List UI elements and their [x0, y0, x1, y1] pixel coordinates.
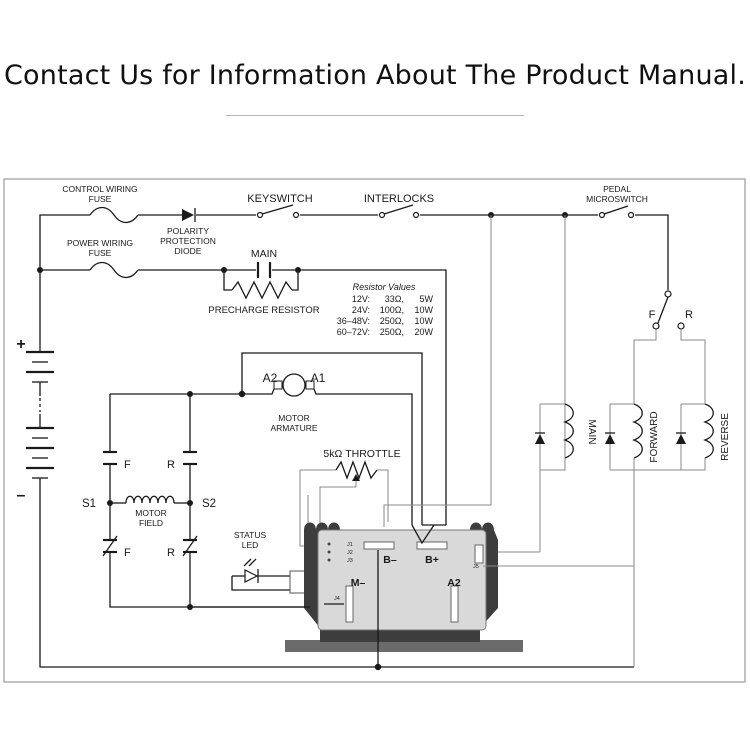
- battery-plus-label: +: [16, 336, 25, 353]
- armature-a2-label: A2: [263, 371, 278, 385]
- status-led-label-2: LED: [242, 540, 259, 550]
- motor-armature-label-2: ARMATURE: [270, 423, 317, 433]
- resistor-row-watts: 5W: [420, 294, 434, 304]
- motor-field-label: MOTOR: [135, 508, 166, 518]
- control-wiring-fuse-label: CONTROL WIRING: [62, 184, 137, 194]
- resistor-row-watts: 10W: [414, 316, 433, 326]
- power-line: [40, 261, 447, 525]
- main-contactor-icon: [256, 262, 272, 278]
- resistor-row-ohms: 100Ω,: [380, 305, 404, 315]
- selector-r-label: R: [685, 309, 693, 321]
- polarity-diode-label-3: DIODE: [175, 246, 202, 256]
- status-led-label: STATUS: [234, 530, 267, 540]
- s1-label: S1: [82, 498, 96, 510]
- precharge-resistor-label: PRECHARGE RESISTOR: [208, 305, 319, 316]
- motor-armature-label: MOTOR: [278, 413, 309, 423]
- motor-controller-icon: [285, 522, 523, 652]
- keyswitch-label: KEYSWITCH: [247, 193, 312, 205]
- resistor-row-watts: 10W: [414, 305, 433, 315]
- resistor-row-voltage: 12V:: [352, 294, 370, 304]
- terminal-b-minus-label: B–: [383, 554, 397, 566]
- resistor-row-voltage: 24V:: [352, 305, 370, 315]
- coil-forward-label: FORWARD: [649, 411, 660, 462]
- control-wiring-fuse-label-2: FUSE: [89, 194, 112, 204]
- resistor-row-ohms: 250Ω,: [380, 327, 404, 337]
- connector-j5-label: J5: [473, 564, 479, 570]
- s2-label: S2: [202, 498, 216, 510]
- terminal-m-minus-label: M–: [351, 577, 366, 589]
- contactor-r-label: R: [167, 459, 175, 471]
- resistor-row-voltage: 36–48V:: [337, 316, 370, 326]
- connector-j1-label: J1: [347, 542, 353, 548]
- coil-main-icon: [535, 403, 574, 552]
- pedal-microswitch-icon: [598, 205, 635, 219]
- contactor-r-label: R: [167, 547, 175, 559]
- polarity-diode-icon: [182, 208, 196, 222]
- title-divider: [226, 115, 524, 116]
- battery-minus-label: –: [17, 487, 26, 504]
- coil-forward-icon: [605, 403, 643, 471]
- power-wiring-fuse-label-2: FUSE: [89, 248, 112, 258]
- motor-armature-icon: [241, 352, 423, 525]
- coil-reverse-label: REVERSE: [720, 413, 731, 461]
- page-title: Contact Us for Information About The Pro…: [3, 60, 747, 91]
- interlocks-label: INTERLOCKS: [364, 193, 434, 205]
- polarity-diode-label: POLARITY: [167, 226, 209, 236]
- battery-icon: [26, 270, 634, 668]
- selector-f-label: F: [649, 309, 656, 321]
- coil-reverse-icon: [676, 403, 714, 471]
- interlocks-icon: [378, 204, 420, 219]
- main-contactor-label: MAIN: [251, 248, 277, 260]
- resistor-row-voltage: 60–72V:: [337, 327, 370, 337]
- control-line: [39, 206, 669, 290]
- forward-reverse-switch-icon: [633, 290, 706, 404]
- motor-field-label-2: FIELD: [139, 518, 163, 528]
- resistor-values-table: 12V: 33Ω, 5W 24V: 100Ω, 10W 36–48V: 250Ω…: [337, 294, 434, 337]
- contactor-f-label: F: [124, 459, 131, 471]
- resistor-values-title: Resistor Values: [353, 282, 416, 292]
- coil-main-label: MAIN: [586, 420, 597, 445]
- diagram-frame: [3, 178, 746, 683]
- armature-a1-label: A1: [311, 371, 326, 385]
- resistor-row-ohms: 33Ω,: [385, 294, 404, 304]
- pedal-microswitch-label: PEDAL: [603, 184, 631, 194]
- contactor-f-label: F: [124, 547, 131, 559]
- terminal-a2-label: A2: [447, 577, 461, 589]
- connector-j3-label: J3: [347, 558, 353, 564]
- pedal-microswitch-label-2: MICROSWITCH: [586, 194, 648, 204]
- keyswitch-icon: [256, 204, 300, 219]
- polarity-diode-label-2: PROTECTION: [160, 236, 216, 246]
- throttle-label: 5kΩ THROTTLE: [323, 448, 400, 460]
- resistor-row-ohms: 250Ω,: [380, 316, 404, 326]
- terminal-b-plus-label: B+: [425, 554, 439, 566]
- resistor-row-watts: 20W: [414, 327, 433, 337]
- power-wiring-fuse-label: POWER WIRING: [67, 238, 133, 248]
- connector-j2-label: J2: [347, 550, 353, 556]
- connector-j4-label: J4: [334, 596, 340, 602]
